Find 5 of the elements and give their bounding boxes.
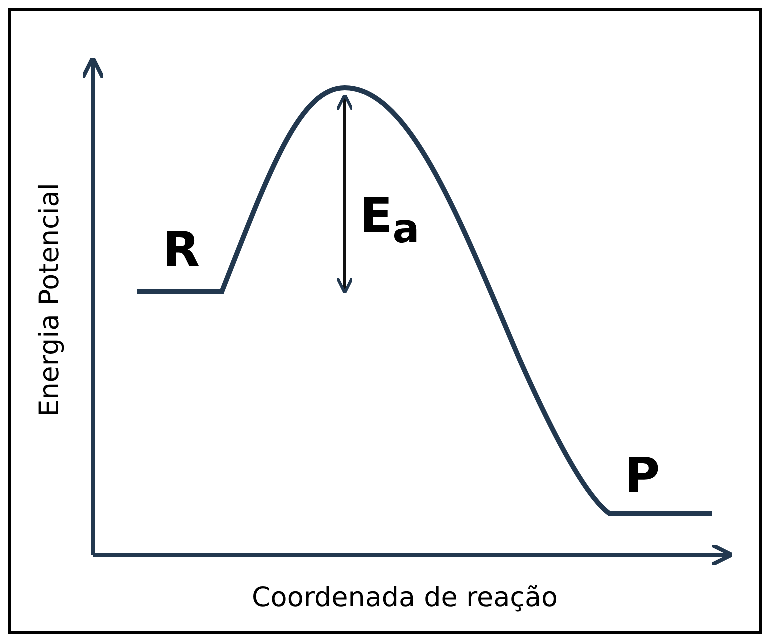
reactant-label: R — [163, 222, 200, 278]
axis-title: Energia Potencial — [34, 183, 66, 417]
activation-energy-label: E$_{a}$ — [360, 188, 420, 253]
axis-title: Coordenada de reação — [252, 582, 558, 614]
product-label: P — [625, 448, 660, 504]
